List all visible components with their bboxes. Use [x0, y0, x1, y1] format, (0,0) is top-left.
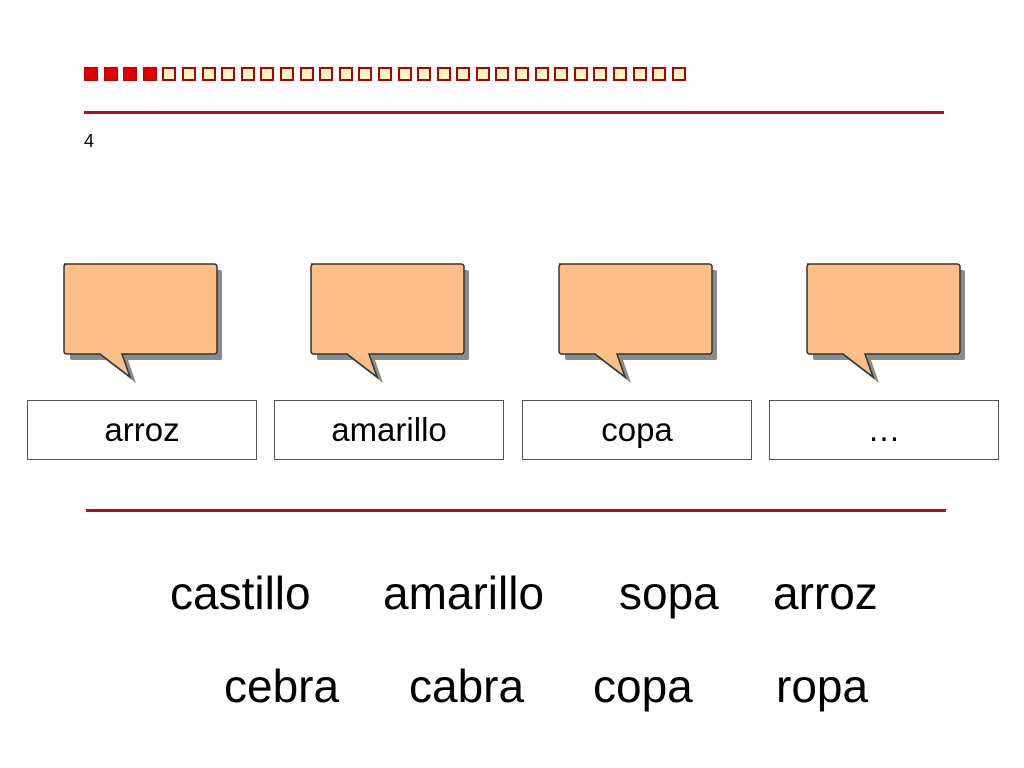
progress-square-empty	[358, 67, 373, 81]
progress-square-empty	[181, 67, 196, 81]
progress-square-empty	[397, 67, 412, 81]
progress-square-empty	[573, 67, 588, 81]
progress-square-empty	[593, 67, 608, 81]
progress-square-empty	[338, 67, 353, 81]
progress-square-empty	[240, 67, 255, 81]
progress-square-empty	[221, 67, 236, 81]
progress-indicator	[84, 67, 686, 81]
progress-square-filled	[103, 67, 118, 81]
progress-square-empty	[377, 67, 392, 81]
word-box-1[interactable]: arroz	[27, 400, 257, 460]
word-box-3[interactable]: copa	[522, 400, 752, 460]
speech-bubble-4	[806, 263, 965, 383]
progress-square-empty	[515, 67, 530, 81]
progress-square-empty	[201, 67, 216, 81]
progress-square-empty	[260, 67, 275, 81]
progress-square-empty	[299, 67, 314, 81]
progress-square-empty	[436, 67, 451, 81]
progress-square-empty	[162, 67, 177, 81]
progress-square-empty	[534, 67, 549, 81]
progress-square-filled	[142, 67, 157, 81]
progress-square-empty	[554, 67, 569, 81]
word-bank-item[interactable]: amarillo	[383, 567, 545, 619]
speech-bubble-3	[558, 263, 717, 383]
word-bank-item[interactable]: sopa	[619, 567, 719, 619]
word-box-2[interactable]: amarillo	[274, 400, 504, 460]
word-bank-row-1: castillo amarillo sopa arroz	[0, 570, 1024, 620]
progress-square-empty	[652, 67, 667, 81]
speech-bubble-1	[63, 263, 222, 383]
progress-square-filled	[84, 67, 98, 81]
progress-square-empty	[456, 67, 471, 81]
word-bank-row-2: cebra cabra copa ropa	[0, 663, 1024, 713]
progress-square-empty	[319, 67, 334, 81]
progress-square-empty	[613, 67, 628, 81]
progress-square-empty	[495, 67, 510, 81]
speech-bubble-2	[310, 263, 469, 383]
middle-divider	[86, 509, 946, 512]
word-bank-item[interactable]: castillo	[170, 567, 311, 619]
word-bank-item[interactable]: copa	[593, 660, 693, 712]
progress-square-empty	[279, 67, 294, 81]
word-bank-item[interactable]: cabra	[409, 660, 525, 712]
progress-square-filled	[123, 67, 138, 81]
top-divider	[84, 111, 944, 114]
word-bank-item[interactable]: arroz	[773, 567, 878, 619]
progress-square-empty	[417, 67, 432, 81]
word-bank-item[interactable]: cebra	[224, 660, 340, 712]
page-number: 4	[84, 131, 95, 151]
word-box-4[interactable]: …	[769, 400, 999, 460]
progress-square-empty	[671, 67, 686, 81]
progress-square-empty	[632, 67, 647, 81]
word-bank-item[interactable]: ropa	[776, 660, 869, 712]
progress-square-empty	[475, 67, 490, 81]
